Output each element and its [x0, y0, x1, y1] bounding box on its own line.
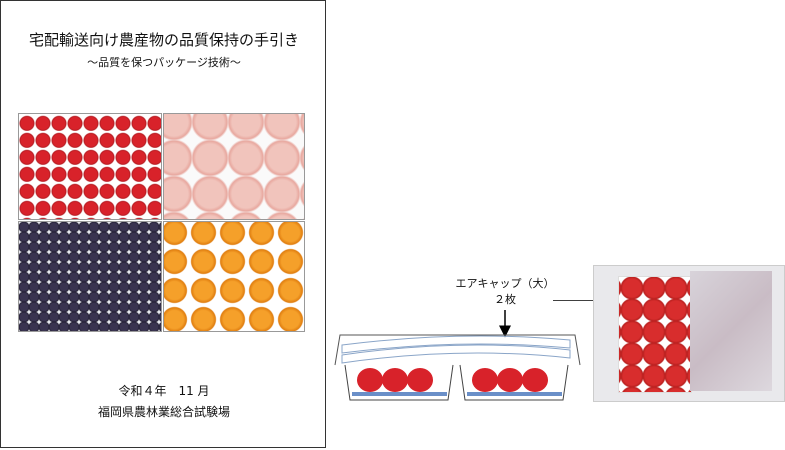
grape-photo — [18, 221, 162, 332]
box-outline — [334, 334, 581, 366]
trays — [344, 364, 569, 401]
cover-date: 令和４年 11 月 — [118, 384, 210, 398]
aircap-count-label: ２枚 — [494, 293, 516, 306]
aircap-wrap — [690, 271, 772, 391]
strawberries — [357, 368, 548, 392]
tray-pad-right — [467, 392, 562, 396]
strawberry-tray — [618, 276, 692, 393]
cover-organization: 福岡県農林業総合試験場 — [97, 405, 230, 419]
aircap-sheet-1 — [341, 344, 571, 364]
packaging-diagram — [334, 300, 712, 401]
cover-subtitle: ～品質を保つパッケージ技術～ — [87, 56, 241, 69]
peach-photo — [163, 113, 305, 220]
strawberry-photo — [18, 113, 162, 220]
tray-pad-left — [352, 392, 447, 396]
aircap-label: エアキャップ（大） — [455, 277, 555, 290]
box-photo — [593, 265, 785, 402]
persimmon-photo — [163, 221, 305, 332]
aircap-sheet-2 — [341, 335, 571, 354]
cover-title: 宅配輸送向け農産物の品質保持の手引き — [28, 31, 299, 49]
document-cover: 宅配輸送向け農産物の品質保持の手引き ～品質を保つパッケージ技術～ 令和４年 1… — [0, 0, 326, 448]
